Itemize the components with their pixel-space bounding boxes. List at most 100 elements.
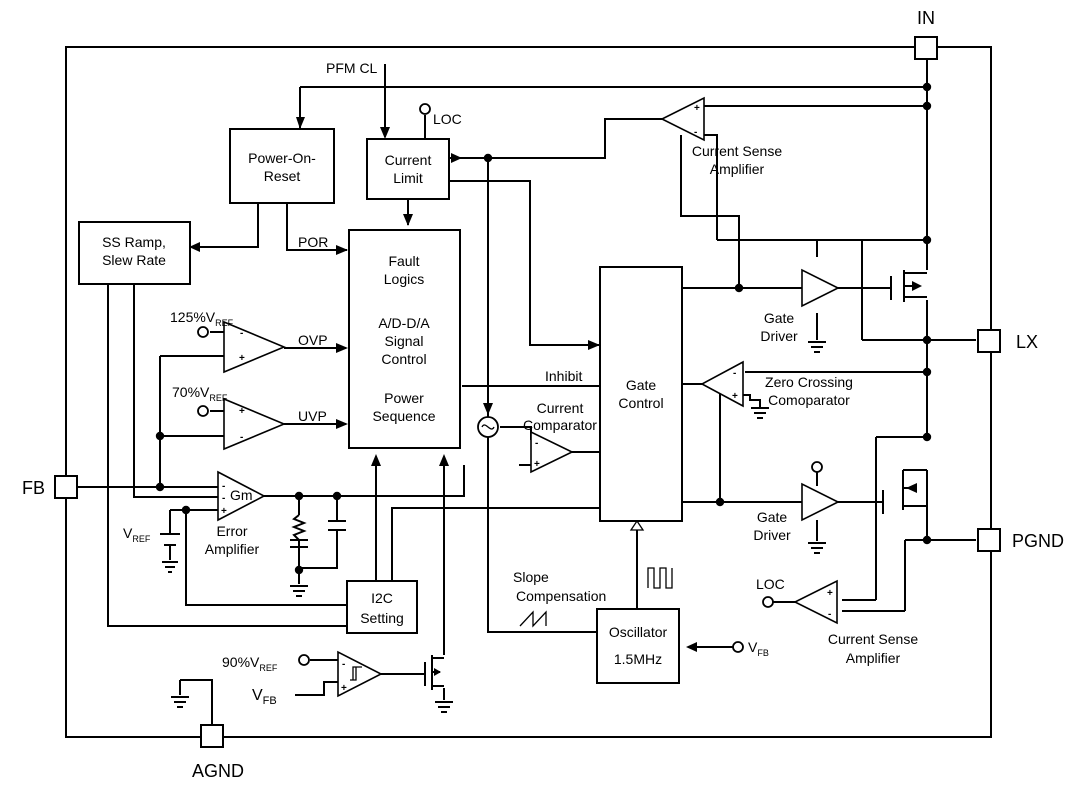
loc-top-label: LOC	[433, 111, 462, 127]
gd-top-line2: Driver	[760, 328, 798, 344]
zc-minus: -	[733, 368, 736, 379]
por-label-line2: Reset	[264, 168, 301, 184]
cc-line2: Comparator	[523, 417, 597, 433]
gate-control-line1: Gate	[626, 377, 657, 393]
current-comparator: - + Current Comparator	[523, 400, 597, 474]
signal-labels: PFM CL LOC POR 125%VREF 70%VREF 90%VREF …	[123, 60, 785, 707]
pct90-label: 90%VREF	[222, 654, 278, 673]
i2c-line1: I2C	[371, 590, 393, 606]
pct125-label: 125%VREF	[170, 309, 234, 328]
por-signal-label: POR	[298, 234, 328, 250]
pct90-main: 90%V	[222, 654, 260, 670]
pct125-main: 125%V	[170, 309, 216, 325]
pct70-sub: REF	[209, 393, 228, 403]
compensation-network	[290, 514, 346, 552]
current-sense-amp-bottom: + - Current Sense Amplifier	[793, 579, 918, 666]
fault-line4: Signal	[385, 333, 424, 349]
cc-minus: -	[535, 438, 538, 449]
por-label-line1: Power-On-	[248, 150, 316, 166]
pin-lx-label: LX	[1016, 332, 1038, 352]
error-amplifier: - - + Gm Error Amplifier	[205, 470, 266, 557]
pin-in: IN	[914, 8, 938, 60]
wires	[76, 58, 976, 725]
power-on-reset-block: Power-On- Reset	[229, 128, 335, 204]
vref-label: VREF	[123, 525, 151, 544]
zc-line1: Zero Crossing	[765, 374, 853, 390]
vfb-osc-sub: FB	[757, 648, 769, 658]
zc-plus: +	[732, 391, 738, 402]
waveform-icons	[519, 567, 673, 628]
vref-main: V	[123, 525, 133, 541]
slope-line1: Slope	[513, 569, 549, 585]
ground-symbols	[162, 341, 826, 713]
gd-bot-line1: Gate	[757, 509, 788, 525]
ovp-label: OVP	[298, 332, 328, 348]
fault-line2: Logics	[384, 271, 424, 287]
ss-mosfet	[424, 655, 444, 690]
hysteresis-comparator: - +	[337, 650, 383, 698]
pin-fb: FB	[22, 475, 78, 499]
csa-bot-plus: +	[827, 588, 833, 599]
cc-line1: Current	[537, 400, 584, 416]
vfb-sub: FB	[263, 695, 277, 707]
uvp-label: UVP	[298, 408, 327, 424]
oscillator-line1: Oscillator	[609, 624, 668, 640]
fault-line5: Control	[381, 351, 426, 367]
ss-ramp-line1: SS Ramp,	[102, 234, 166, 250]
open-terminals	[197, 103, 823, 666]
high-side-mosfet	[890, 270, 927, 302]
pct125-sub: REF	[215, 318, 234, 328]
ss-ramp-line2: Slew Rate	[102, 252, 166, 268]
current-limit-line2: Limit	[393, 170, 423, 186]
slope-line2: Compensation	[516, 588, 606, 604]
pin-in-label: IN	[917, 8, 935, 28]
i2c-line2: Setting	[360, 610, 404, 626]
ss-ramp-block: SS Ramp, Slew Rate	[78, 221, 191, 285]
current-limit-line1: Current	[385, 152, 432, 168]
pin-pgnd-label: PGND	[1012, 531, 1064, 551]
csa-bot-line2: Amplifier	[846, 650, 901, 666]
error-amp-line1: Error	[216, 523, 247, 539]
ea-minus2: -	[222, 493, 225, 504]
gd-bot-line2: Driver	[753, 527, 791, 543]
loc-bottom-label: LOC	[756, 576, 785, 592]
junction-dots	[155, 82, 932, 575]
gd-top-line1: Gate	[764, 310, 795, 326]
fault-line1: Fault	[388, 253, 419, 269]
pin-agnd: AGND	[192, 724, 244, 781]
vref-sub: REF	[132, 534, 151, 544]
pfm-cl-label: PFM CL	[326, 60, 378, 76]
ovp-minus: -	[240, 328, 243, 339]
csa-top-line1: Current Sense	[692, 143, 782, 159]
csa-bot-minus: -	[828, 609, 831, 620]
hys-minus: -	[342, 659, 345, 670]
ovp-plus: +	[239, 353, 245, 364]
cc-plus: +	[534, 459, 540, 470]
pin-pgnd: PGND	[977, 528, 1064, 552]
i2c-block: I2C Setting	[346, 580, 418, 634]
zc-line2: Comoparator	[768, 392, 850, 408]
vfb-label: VFB	[252, 687, 277, 707]
pin-fb-label: FB	[22, 478, 45, 498]
csa-bot-line1: Current Sense	[828, 631, 918, 647]
gate-control-block: Gate Control	[599, 266, 683, 522]
uvp-minus: -	[240, 432, 243, 443]
vref-source	[160, 533, 180, 546]
vfb-osc-label: VFB	[748, 639, 769, 658]
fault-line3: A/D-D/A	[378, 315, 430, 331]
csa-top-minus: -	[694, 127, 697, 138]
low-side-mosfet	[882, 469, 928, 520]
oscillator-line2: 1.5MHz	[614, 651, 662, 667]
uvp-plus: +	[239, 406, 245, 417]
pin-lx: LX	[977, 329, 1038, 353]
pct90-sub: REF	[259, 663, 278, 673]
inhibit-label: Inhibit	[545, 368, 582, 384]
current-source-symbol	[477, 416, 499, 438]
gate-control-line2: Control	[618, 395, 663, 411]
gate-driver-top: Gate Driver	[760, 268, 840, 344]
ea-minus1: -	[222, 481, 225, 492]
vfb-main: V	[252, 687, 263, 704]
zero-crossing-comparator: - + Zero Crossing Comoparator	[700, 360, 853, 408]
current-sense-amp-top: + - Current Sense Amplifier	[660, 96, 782, 177]
